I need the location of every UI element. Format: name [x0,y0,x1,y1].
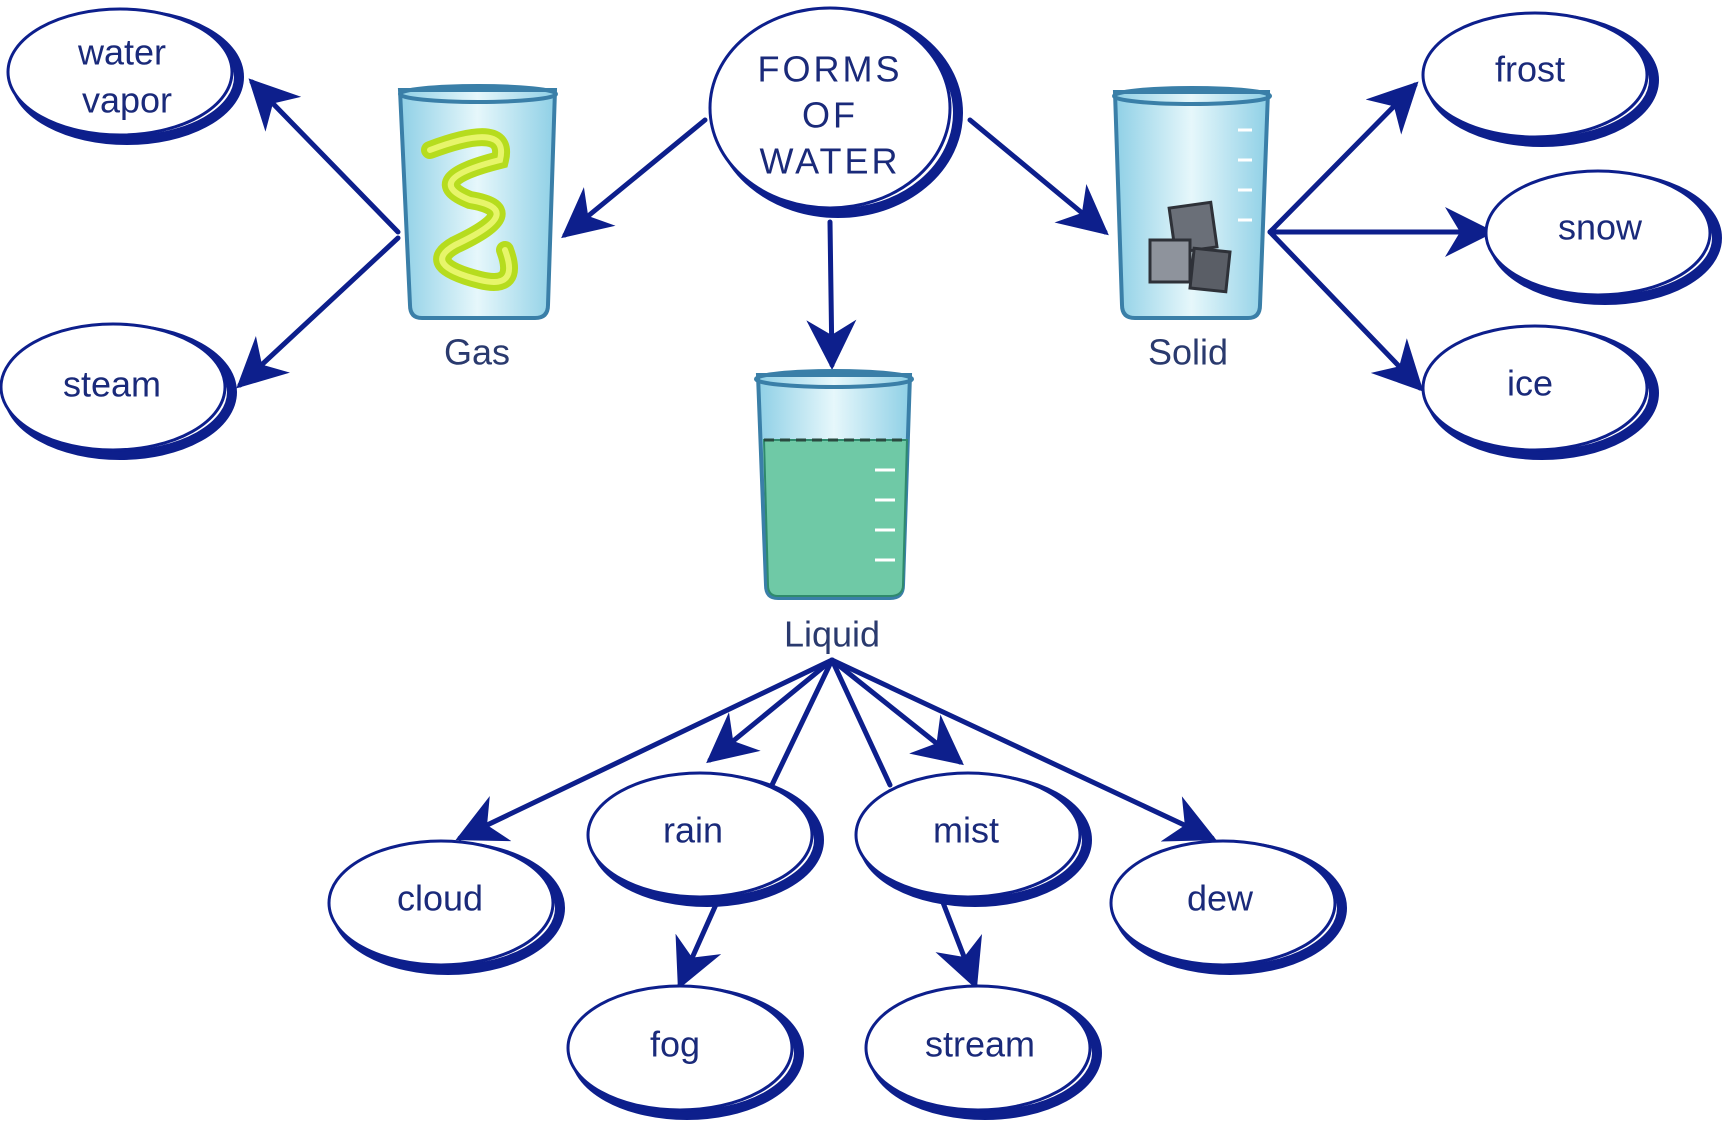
liquid-water [762,439,909,597]
node-rain-label: rain [663,810,723,851]
node-fog: fog [566,984,804,1120]
node-snow: snow [1484,169,1722,305]
node-fog-label: fog [650,1024,700,1065]
node-stream: stream [864,984,1102,1120]
edge-liquid-cloud [455,657,835,842]
gas-label: Gas [444,332,510,373]
node-stream-label: stream [925,1024,1035,1065]
liquid-label: Liquid [784,614,880,655]
title-line-2: OF [802,95,858,136]
title-line-3: WATER [760,141,901,182]
edge-gas-steam [236,235,401,389]
node-ice-label: ice [1507,363,1553,404]
edge-solid-frost [1267,81,1419,235]
edge-gas-water-vapor [248,78,401,235]
node-dew-label: dew [1187,878,1254,919]
solid-label: Solid [1148,332,1228,373]
node-water-vapor-line-1: water [77,32,166,73]
liquid-beaker: Liquid [754,369,914,655]
edge-title-liquid [806,219,857,370]
node-mist-label: mist [933,810,999,851]
edge-liquid-mist [829,657,964,766]
edge-liquid-mist-direct [829,657,893,788]
node-rain: rain [586,771,824,907]
node-water-vapor: water vapor [6,7,244,145]
edge-mist-stream [935,897,983,990]
edge-title-solid [967,117,1109,236]
ice-cubes [1148,200,1232,294]
edge-title-gas [561,117,708,239]
node-steam: steam [0,322,237,460]
edge-solid-ice [1267,229,1424,392]
node-cloud-label: cloud [397,878,483,919]
node-frost: frost [1421,11,1659,147]
node-snow-label: snow [1558,207,1643,248]
node-dew: dew [1109,839,1347,975]
edges [236,78,1495,990]
edge-rain-fog [675,897,722,990]
node-frost-label: frost [1495,49,1565,90]
title-node: FORMS OF WATER [708,6,963,218]
node-water-vapor-line-2: vapor [82,80,172,121]
edge-liquid-rain [706,657,835,764]
gas-beaker: Gas [397,84,558,373]
node-ice: ice [1421,324,1659,460]
title-line-1: FORMS [758,49,903,90]
solid-beaker: Solid [1112,86,1272,373]
node-mist: mist [854,771,1092,907]
edge-liquid-rain-direct [769,657,835,788]
node-steam-label: steam [63,364,161,405]
edge-liquid-dew [829,657,1217,842]
node-cloud: cloud [327,839,565,975]
